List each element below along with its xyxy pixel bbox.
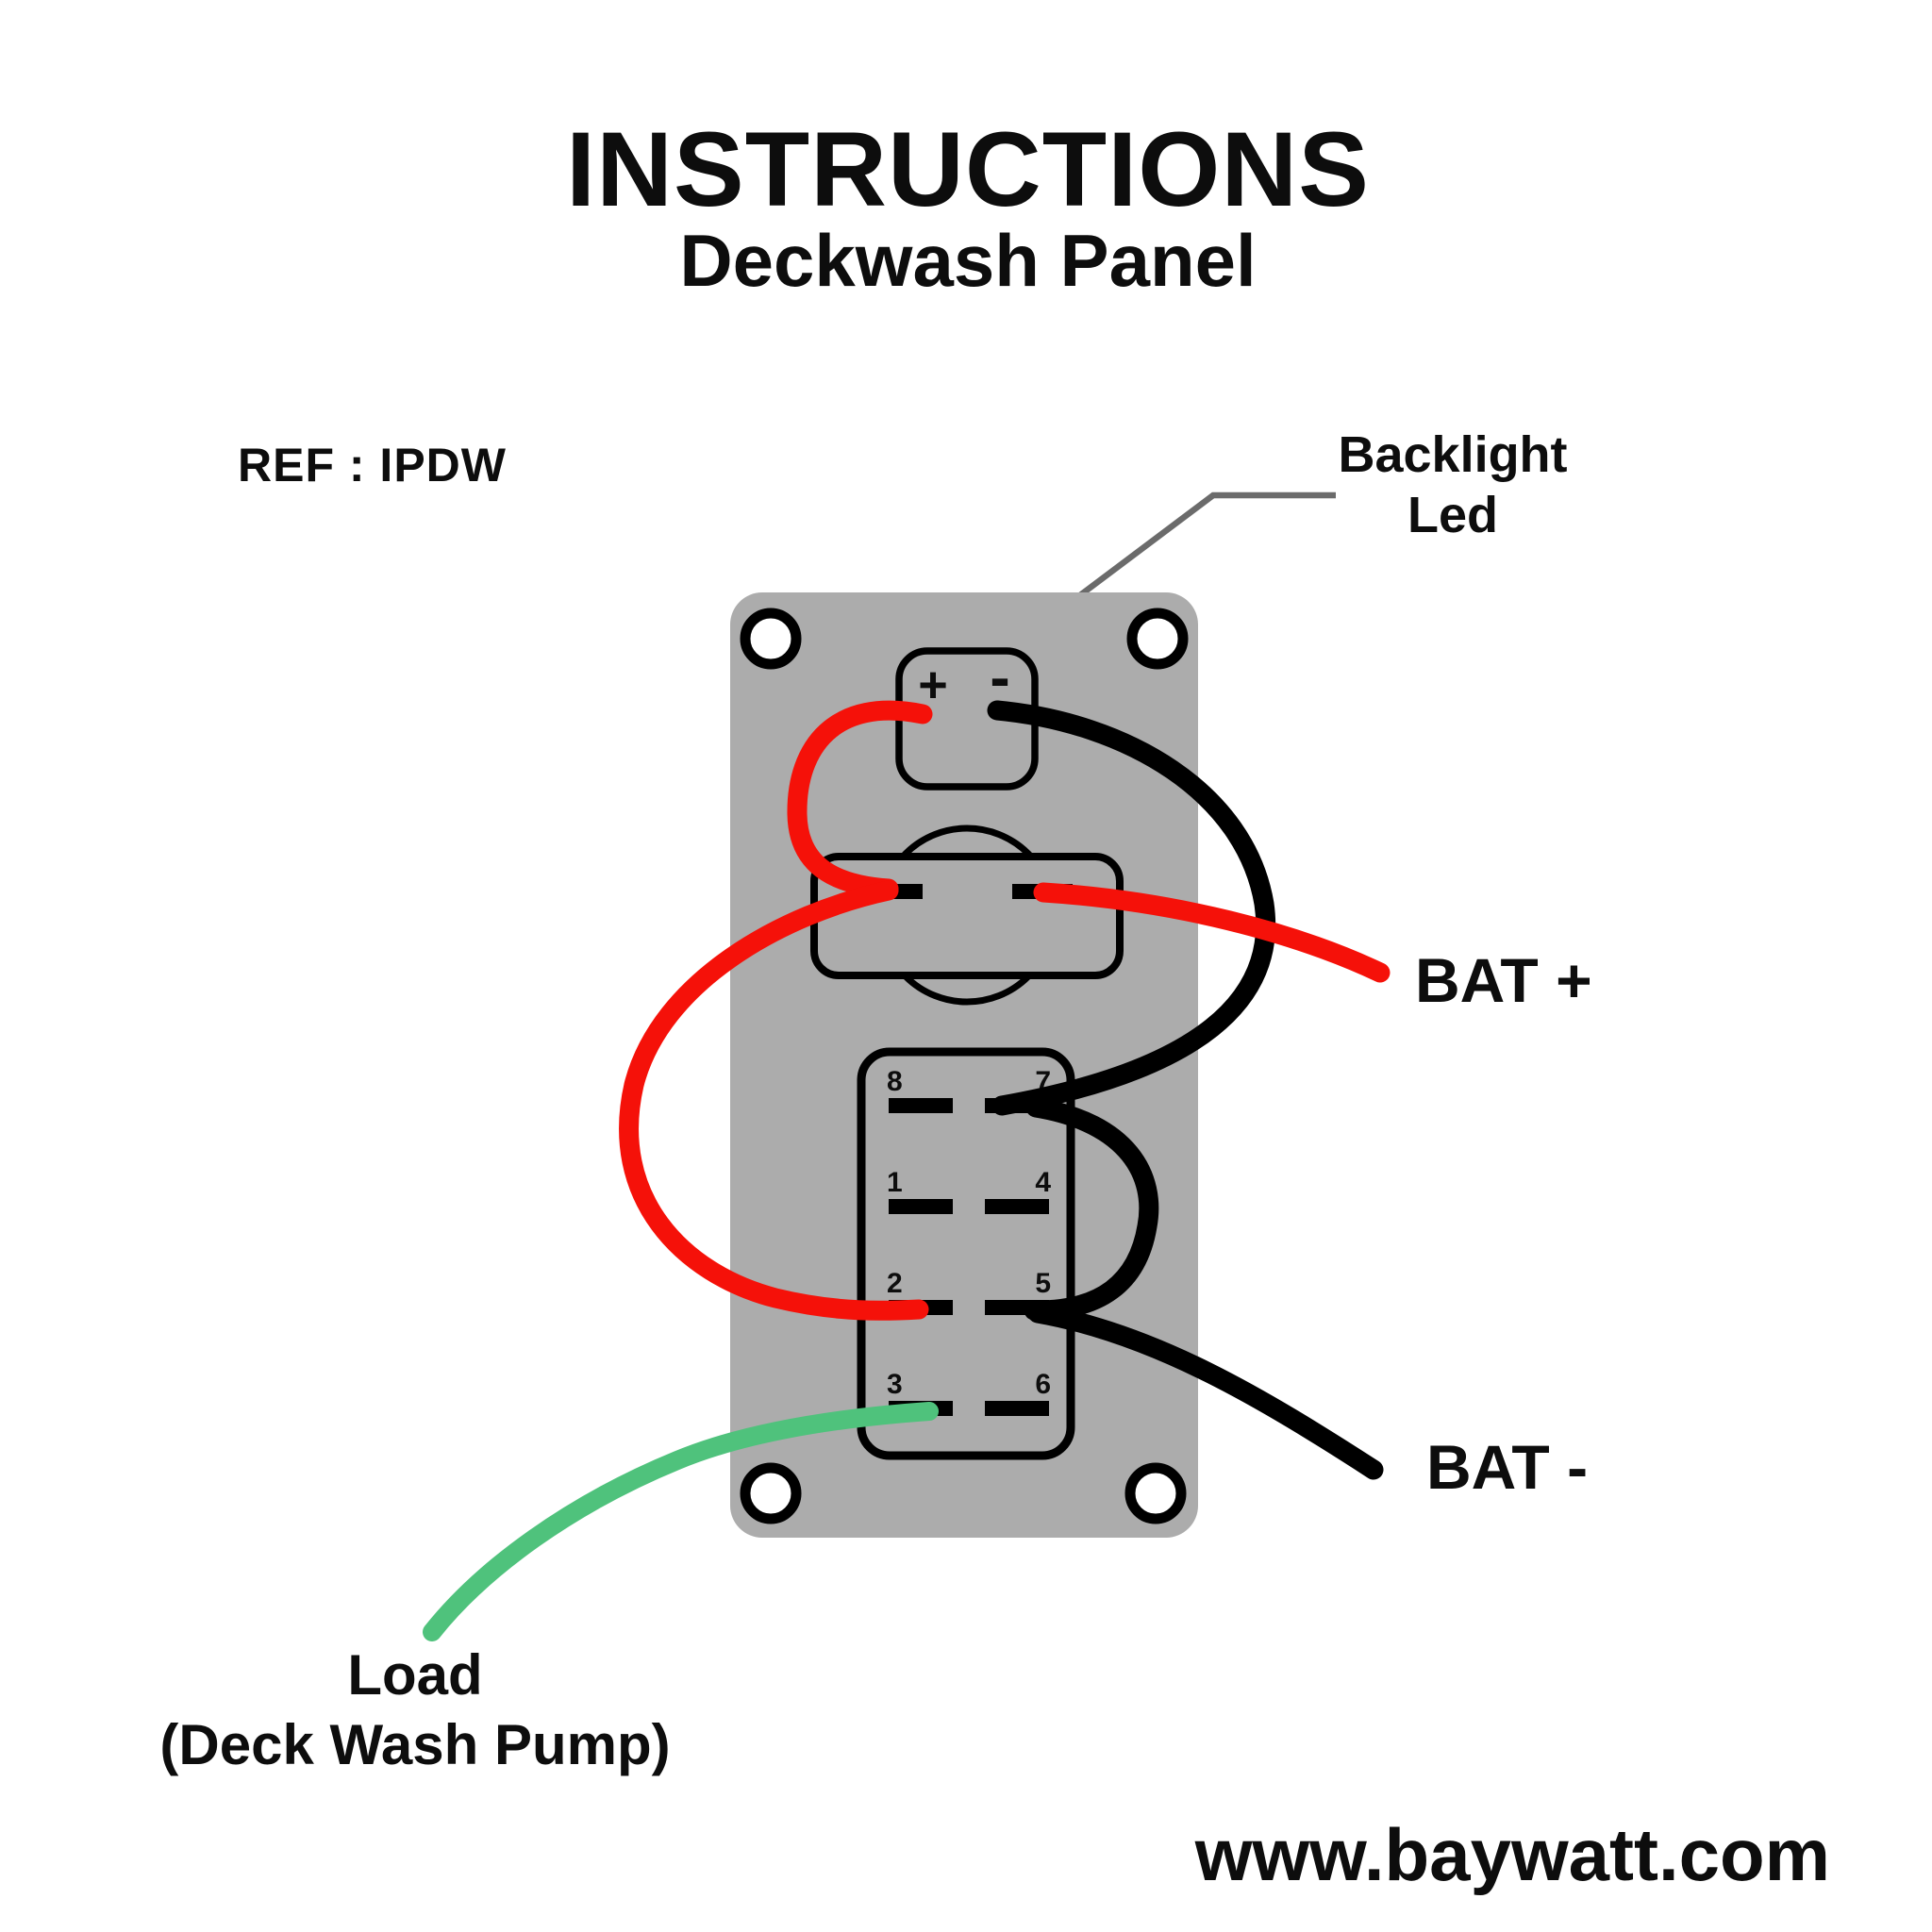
pin-label-5: 5 — [1035, 1268, 1051, 1299]
rocker-connector-box — [810, 853, 1124, 979]
black-wire-bat-minus — [1027, 1303, 1384, 1480]
black-jumper-pin7-pin5 — [1024, 1097, 1159, 1321]
load-label-line2: (Deck Wash Pump) — [159, 1713, 670, 1776]
pin-label-1: 1 — [887, 1167, 903, 1198]
bat-plus-label: BAT + — [1415, 945, 1592, 1015]
load-label-line1: Load — [347, 1643, 482, 1707]
bat-minus-label: BAT - — [1426, 1432, 1588, 1502]
green-load-wire — [423, 1402, 939, 1641]
led-minus-terminal-label: - — [990, 643, 1009, 711]
reference-code: REF : IPDW — [238, 439, 507, 491]
backlight-callout-line1: Backlight — [1338, 426, 1567, 483]
red-wire-bat-plus — [1033, 882, 1391, 983]
black-wire-led-to-pin7 — [987, 700, 1276, 1116]
red-wire-to-pin2 — [619, 880, 929, 1321]
backlight-callout-line2: Led — [1407, 487, 1498, 543]
pin-bar-6 — [985, 1401, 1049, 1416]
website-watermark: www.baywatt.com — [1194, 1813, 1830, 1896]
mounting-holes — [740, 608, 1189, 1524]
pin-bar-4 — [985, 1199, 1049, 1214]
page-subtitle: Deckwash Panel — [679, 219, 1256, 302]
page-title: INSTRUCTIONS — [566, 110, 1370, 228]
mounting-hole-bottom-right — [1124, 1462, 1187, 1524]
pin-label-2: 2 — [887, 1268, 903, 1299]
mounting-hole-top-left — [740, 608, 802, 670]
pin-label-3: 3 — [887, 1369, 903, 1400]
mounting-hole-top-right — [1126, 608, 1189, 670]
pin-label-4: 4 — [1035, 1167, 1051, 1198]
pin-bar-1 — [889, 1199, 953, 1214]
wires — [423, 700, 1391, 1641]
red-wire-led-plus — [787, 700, 933, 899]
mounting-hole-bottom-left — [740, 1462, 802, 1524]
switch-connector-box — [857, 1047, 1075, 1460]
pin-bar-8 — [889, 1098, 953, 1113]
pin-label-6: 6 — [1035, 1369, 1051, 1400]
pin-label-8: 8 — [887, 1066, 903, 1097]
led-plus-terminal-label: + — [918, 657, 948, 713]
